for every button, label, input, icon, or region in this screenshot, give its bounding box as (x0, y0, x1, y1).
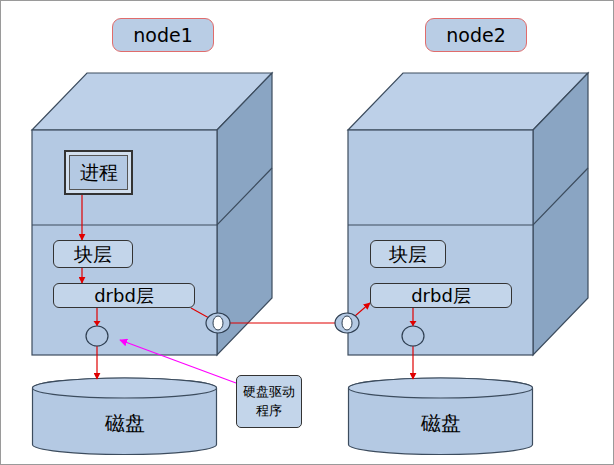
data-flow-arrow (412, 308, 413, 379)
server-node: node1 进程块层 drbd层 (32, 18, 272, 355)
node-name: node1 (112, 18, 214, 52)
data-flow-arrow (81, 195, 82, 240)
callout-box: 硬盘驱动 程序 (236, 375, 302, 428)
process-box: 进程 (64, 150, 133, 195)
node-name: node2 (425, 18, 527, 52)
node-label: 块层 (74, 243, 112, 266)
layer-box: drbd层 (370, 283, 512, 308)
driver-port (86, 321, 108, 346)
driver-port (402, 321, 424, 346)
data-flow-arrow (191, 303, 370, 323)
disk: 磁盘 (32, 378, 217, 455)
layer-box: drbd层 (53, 283, 195, 308)
disk: 磁盘 (348, 378, 533, 455)
node-label: 块层 (389, 243, 427, 266)
data-flow-arrow (81, 268, 82, 283)
network-port (335, 313, 359, 333)
node-label: drbd层 (411, 285, 471, 307)
node-label: 硬盘驱动 程序 (237, 383, 301, 421)
data-flow-arrow (96, 308, 97, 379)
node-label: 进程 (80, 161, 118, 184)
server-node: node2 块层 drbd层 (348, 18, 588, 355)
node-label: 磁盘 (105, 411, 145, 435)
network-port (206, 313, 230, 333)
layer-box: 块层 (53, 240, 133, 268)
node-label: drbd层 (94, 285, 154, 307)
leader-line (120, 340, 236, 383)
node-label: 磁盘 (421, 411, 461, 435)
layer-box: 块层 (370, 240, 446, 268)
